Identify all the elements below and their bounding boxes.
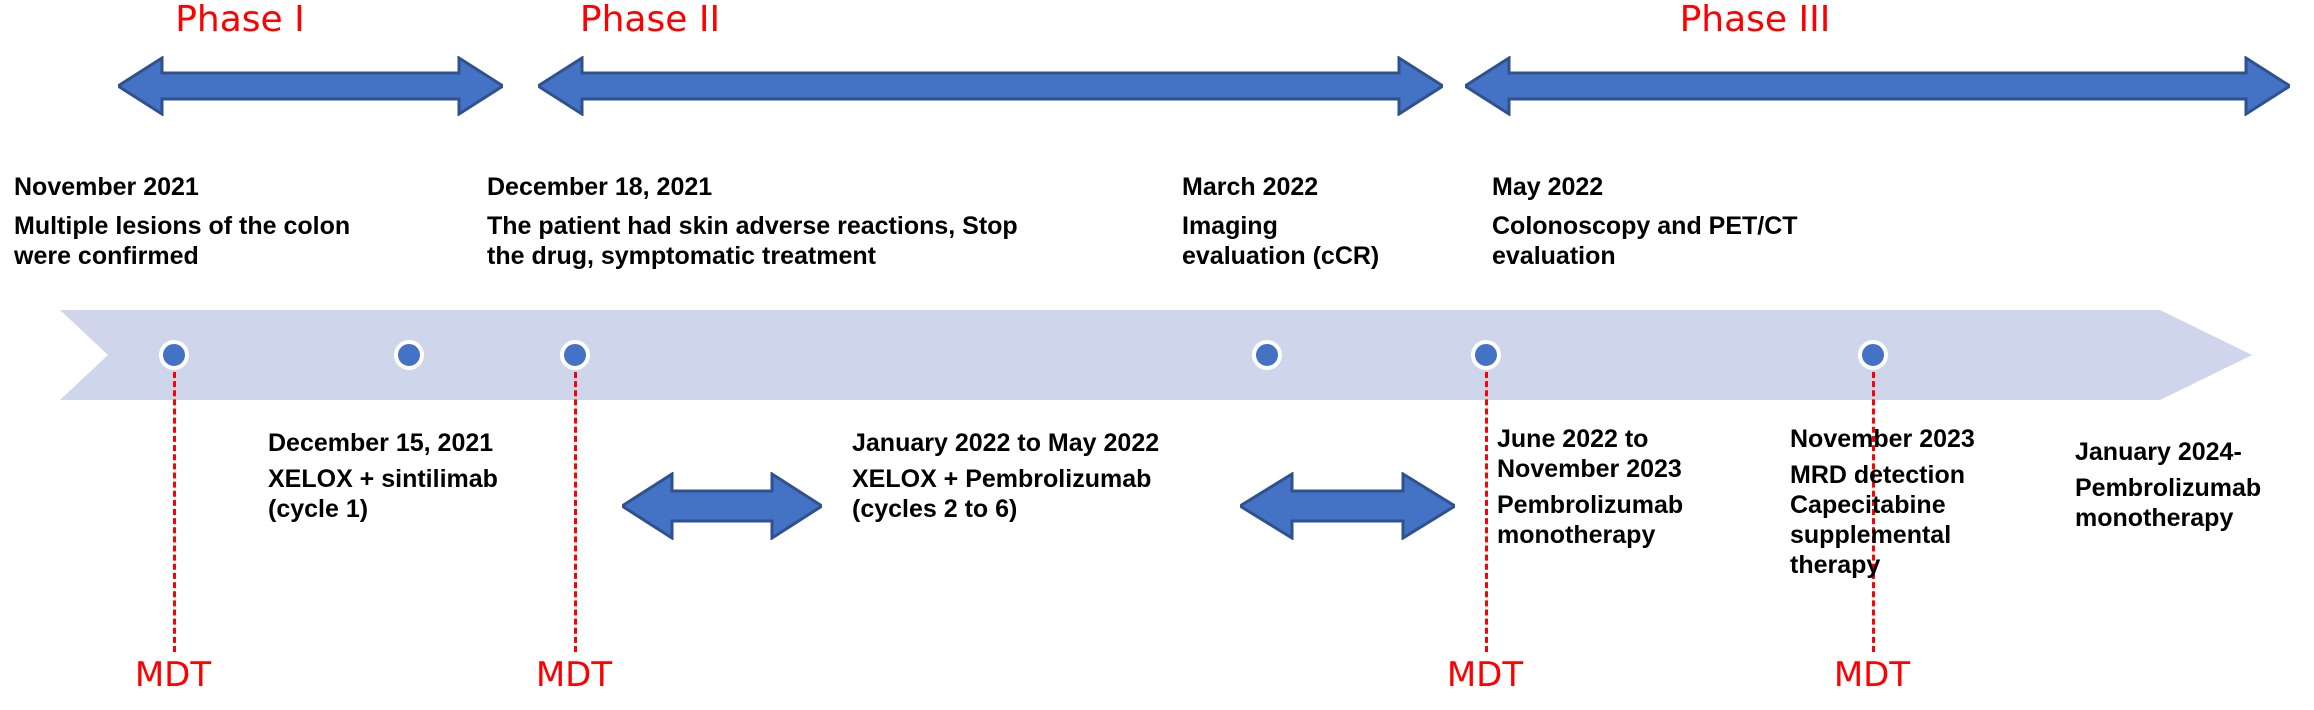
- mdt-label-2: MDT: [535, 655, 613, 695]
- event-below-2-date: January 2022 to May 2022: [852, 429, 1160, 457]
- event-above-4-date: May 2022: [1492, 173, 1604, 201]
- event-above-2-date: December 18, 2021: [487, 173, 713, 201]
- event-above-4-description: Colonoscopy and PET/CT evaluation: [1492, 211, 1798, 271]
- event-below-1-date: December 15, 2021: [268, 429, 494, 457]
- event-above-3: March 2022 Imaging evaluation (cCR): [1182, 172, 1482, 272]
- event-above-1-description: Multiple lesions of the colon were confi…: [14, 211, 351, 271]
- event-below-5-description: Pembrolizumab monotherapy: [2075, 474, 2262, 532]
- treatment-transition-arrow-2: [1240, 472, 1455, 540]
- mdt-label-3: MDT: [1446, 655, 1524, 695]
- mdt-label-1: MDT: [134, 655, 212, 695]
- timeline-bar: [60, 310, 2252, 400]
- event-below-2-description: XELOX + Pembrolizumab (cycles 2 to 6): [852, 465, 1152, 523]
- event-above-1: November 2021 Multiple lesions of the co…: [14, 172, 454, 272]
- event-below-4-date: November 2023: [1790, 425, 1975, 453]
- phase-1-arrow: [118, 56, 503, 116]
- event-above-4: May 2022 Colonoscopy and PET/CT evaluati…: [1492, 172, 1912, 272]
- event-above-3-date: March 2022: [1182, 173, 1319, 201]
- event-below-4-description: MRD detection Capecitabine supplemental …: [1790, 461, 1965, 579]
- phase-3-label: Phase III: [1679, 0, 1831, 40]
- milestone-dot-2[interactable]: [394, 340, 424, 370]
- event-above-2-description: The patient had skin adverse reactions, …: [487, 211, 1018, 271]
- event-above-2: December 18, 2021 The patient had skin a…: [487, 172, 1167, 272]
- event-below-1-description: XELOX + sintilimab (cycle 1): [268, 465, 498, 523]
- event-below-2: January 2022 to May 2022 XELOX + Pembrol…: [852, 428, 1242, 524]
- phase-3-arrow: [1465, 56, 2290, 116]
- event-below-3: June 2022 to November 2023 Pembrolizumab…: [1497, 424, 1777, 550]
- dashed-connector-mdt-2: [574, 372, 577, 652]
- milestone-dot-6[interactable]: [1858, 340, 1888, 370]
- event-above-1-date: November 2021: [14, 173, 199, 201]
- dashed-connector-mdt-4: [1872, 372, 1875, 652]
- event-below-4: November 2023 MRD detection Capecitabine…: [1790, 424, 2060, 580]
- event-below-3-description: Pembrolizumab monotherapy: [1497, 491, 1684, 549]
- milestone-dot-3[interactable]: [560, 340, 590, 370]
- milestone-dot-1[interactable]: [159, 340, 189, 370]
- event-below-3-date: June 2022 to November 2023: [1497, 425, 1682, 483]
- event-below-5: January 2024- Pembrolizumab monotherapy: [2075, 437, 2314, 533]
- phase-2-arrow: [538, 56, 1443, 116]
- milestone-dot-5[interactable]: [1471, 340, 1501, 370]
- event-above-3-description: Imaging evaluation (cCR): [1182, 211, 1380, 271]
- treatment-transition-arrow-1: [622, 472, 822, 540]
- dashed-connector-mdt-3: [1485, 372, 1488, 652]
- event-below-5-date: January 2024-: [2075, 438, 2242, 466]
- mdt-label-4: MDT: [1833, 655, 1911, 695]
- milestone-dot-4[interactable]: [1252, 340, 1282, 370]
- phase-2-label: Phase II: [579, 0, 721, 40]
- event-below-1: December 15, 2021 XELOX + sintilimab (cy…: [268, 428, 568, 524]
- dashed-connector-mdt-1: [173, 372, 176, 652]
- phase-1-label: Phase I: [175, 0, 305, 40]
